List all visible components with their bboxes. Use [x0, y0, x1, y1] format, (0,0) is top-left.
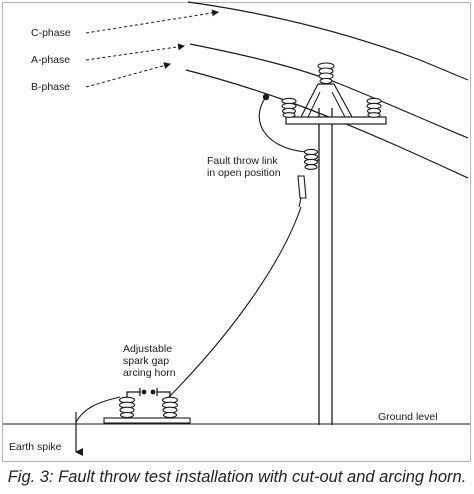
earth-lead: [75, 396, 121, 423]
fault-link-pivot: [298, 197, 302, 208]
c-phase-label: C-phase: [31, 27, 71, 39]
right-crossarm-insulator: [366, 97, 382, 118]
b-phase-conductor: [185, 69, 469, 179]
cutout-insulator: [303, 148, 319, 170]
spark-gap-left-insulator: [118, 396, 136, 419]
spark-gap-base: [103, 417, 191, 424]
installation-diagram: [3, 1, 470, 456]
figure-caption: Fig. 3: Fault throw test installation wi…: [7, 468, 467, 486]
c-phase-conductor: [187, 1, 469, 81]
b-phase-label: B-phase: [31, 81, 71, 93]
c-phase-pointer: [85, 9, 219, 34]
a-phase-pointer: [85, 43, 185, 61]
spark-gap-ball-left: [141, 389, 147, 395]
top-bracket-inner: [307, 91, 346, 118]
crossarm: [285, 116, 387, 125]
earth-spike-label: Earth spike: [9, 441, 62, 453]
fault-link-label-line1: Fault throw link: [207, 155, 278, 167]
cutout-lead: [258, 96, 307, 153]
ground-level-label: Ground level: [378, 411, 438, 423]
left-horn-electrode: [126, 391, 140, 397]
spark-gap-label-line3: arcing horn: [123, 367, 176, 379]
fault-lead: [167, 206, 302, 399]
left-crossarm-insulator: [281, 97, 297, 118]
right-horn-electrode: [157, 391, 171, 397]
spark-gap-label-line2: spark gap: [123, 355, 170, 367]
top-bracket: [300, 83, 353, 118]
spark-gap-label-line1: Adjustable: [123, 343, 173, 355]
spark-gap-right-insulator: [161, 396, 179, 419]
b-phase-pointer: [85, 62, 171, 88]
a-phase-label: A-phase: [31, 54, 71, 66]
fault-link-label-line2: in open position: [207, 167, 281, 179]
figure-frame: [2, 2, 471, 462]
spark-gap-ball-right: [150, 389, 156, 395]
top-insulator: [317, 62, 335, 85]
a-phase-conductor: [189, 43, 469, 139]
fault-throw-link: [297, 175, 307, 199]
